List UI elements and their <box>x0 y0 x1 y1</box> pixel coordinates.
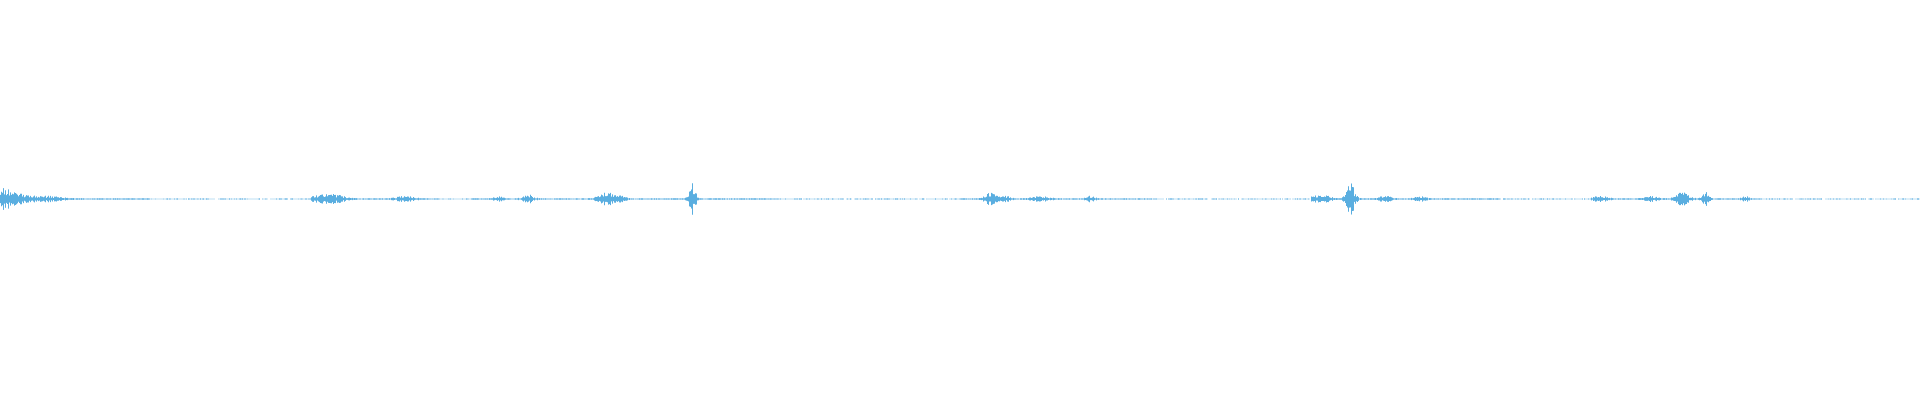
waveform-bars <box>0 183 1920 215</box>
